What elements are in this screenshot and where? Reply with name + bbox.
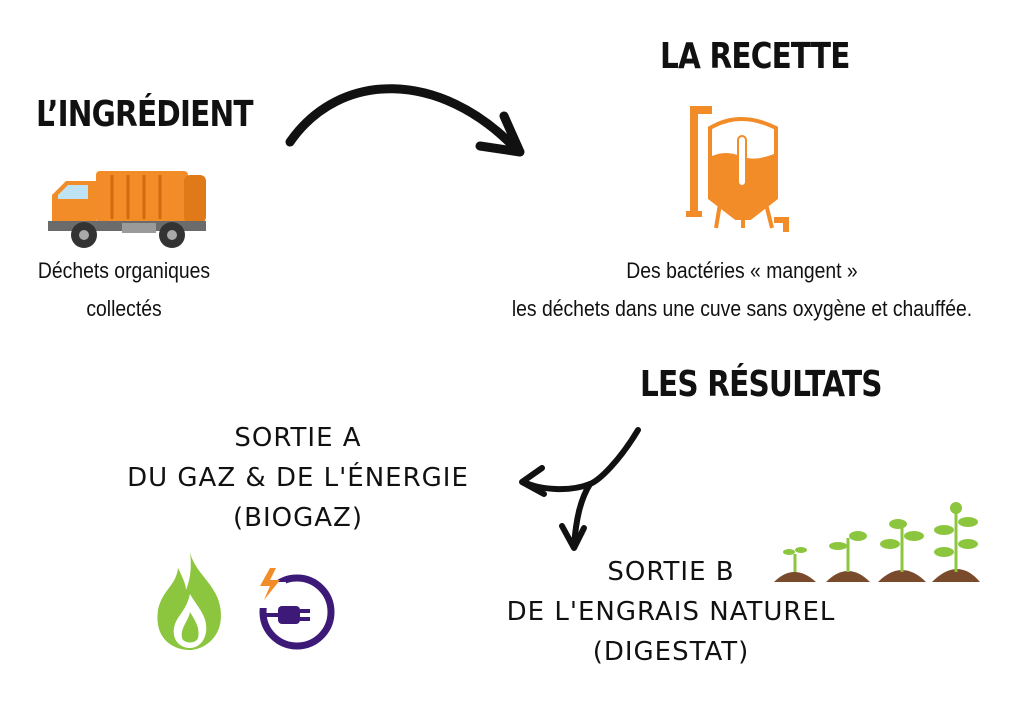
ingredient-caption-line2: collectés [86, 296, 162, 321]
output-b: SORTIE B DE L'ENGRAIS NATUREL (DIGESTAT) [480, 552, 862, 672]
electric-plug-icon [252, 568, 335, 650]
garbage-truck-icon [48, 171, 206, 248]
recipe-caption: Des bactéries « mangent » les déchets da… [501, 252, 983, 328]
digester-tank-icon [686, 106, 789, 232]
arrow-to-recipe [285, 84, 525, 157]
flame-icon [157, 552, 221, 650]
ingredient-caption: Déchets organiques collectés [31, 252, 218, 328]
results-title: LES RÉSULTATS [640, 364, 883, 405]
output-a-line1: SORTIE A [234, 423, 362, 453]
output-a: SORTIE A DU GAZ & DE L'ÉNERGIE (BIOGAZ) [100, 418, 496, 538]
output-b-line2: DE L'ENGRAIS NATUREL [506, 597, 836, 627]
output-a-line3: (BIOGAZ) [232, 503, 363, 533]
output-b-line3: (DIGESTAT) [592, 637, 750, 667]
recipe-caption-line2: les déchets dans une cuve sans oxygène e… [511, 296, 973, 321]
ingredient-title: L’INGRÉDIENT [36, 94, 254, 135]
output-b-line1: SORTIE B [607, 557, 735, 587]
ingredient-caption-line1: Déchets organiques [37, 258, 211, 283]
seedling-growth-icon [774, 502, 980, 582]
recipe-caption-line1: Des bactéries « mangent » [626, 258, 858, 283]
split-arrow [519, 427, 641, 551]
recipe-title: LA RECETTE [660, 36, 850, 77]
output-a-line2: DU GAZ & DE L'ÉNERGIE [127, 463, 469, 493]
